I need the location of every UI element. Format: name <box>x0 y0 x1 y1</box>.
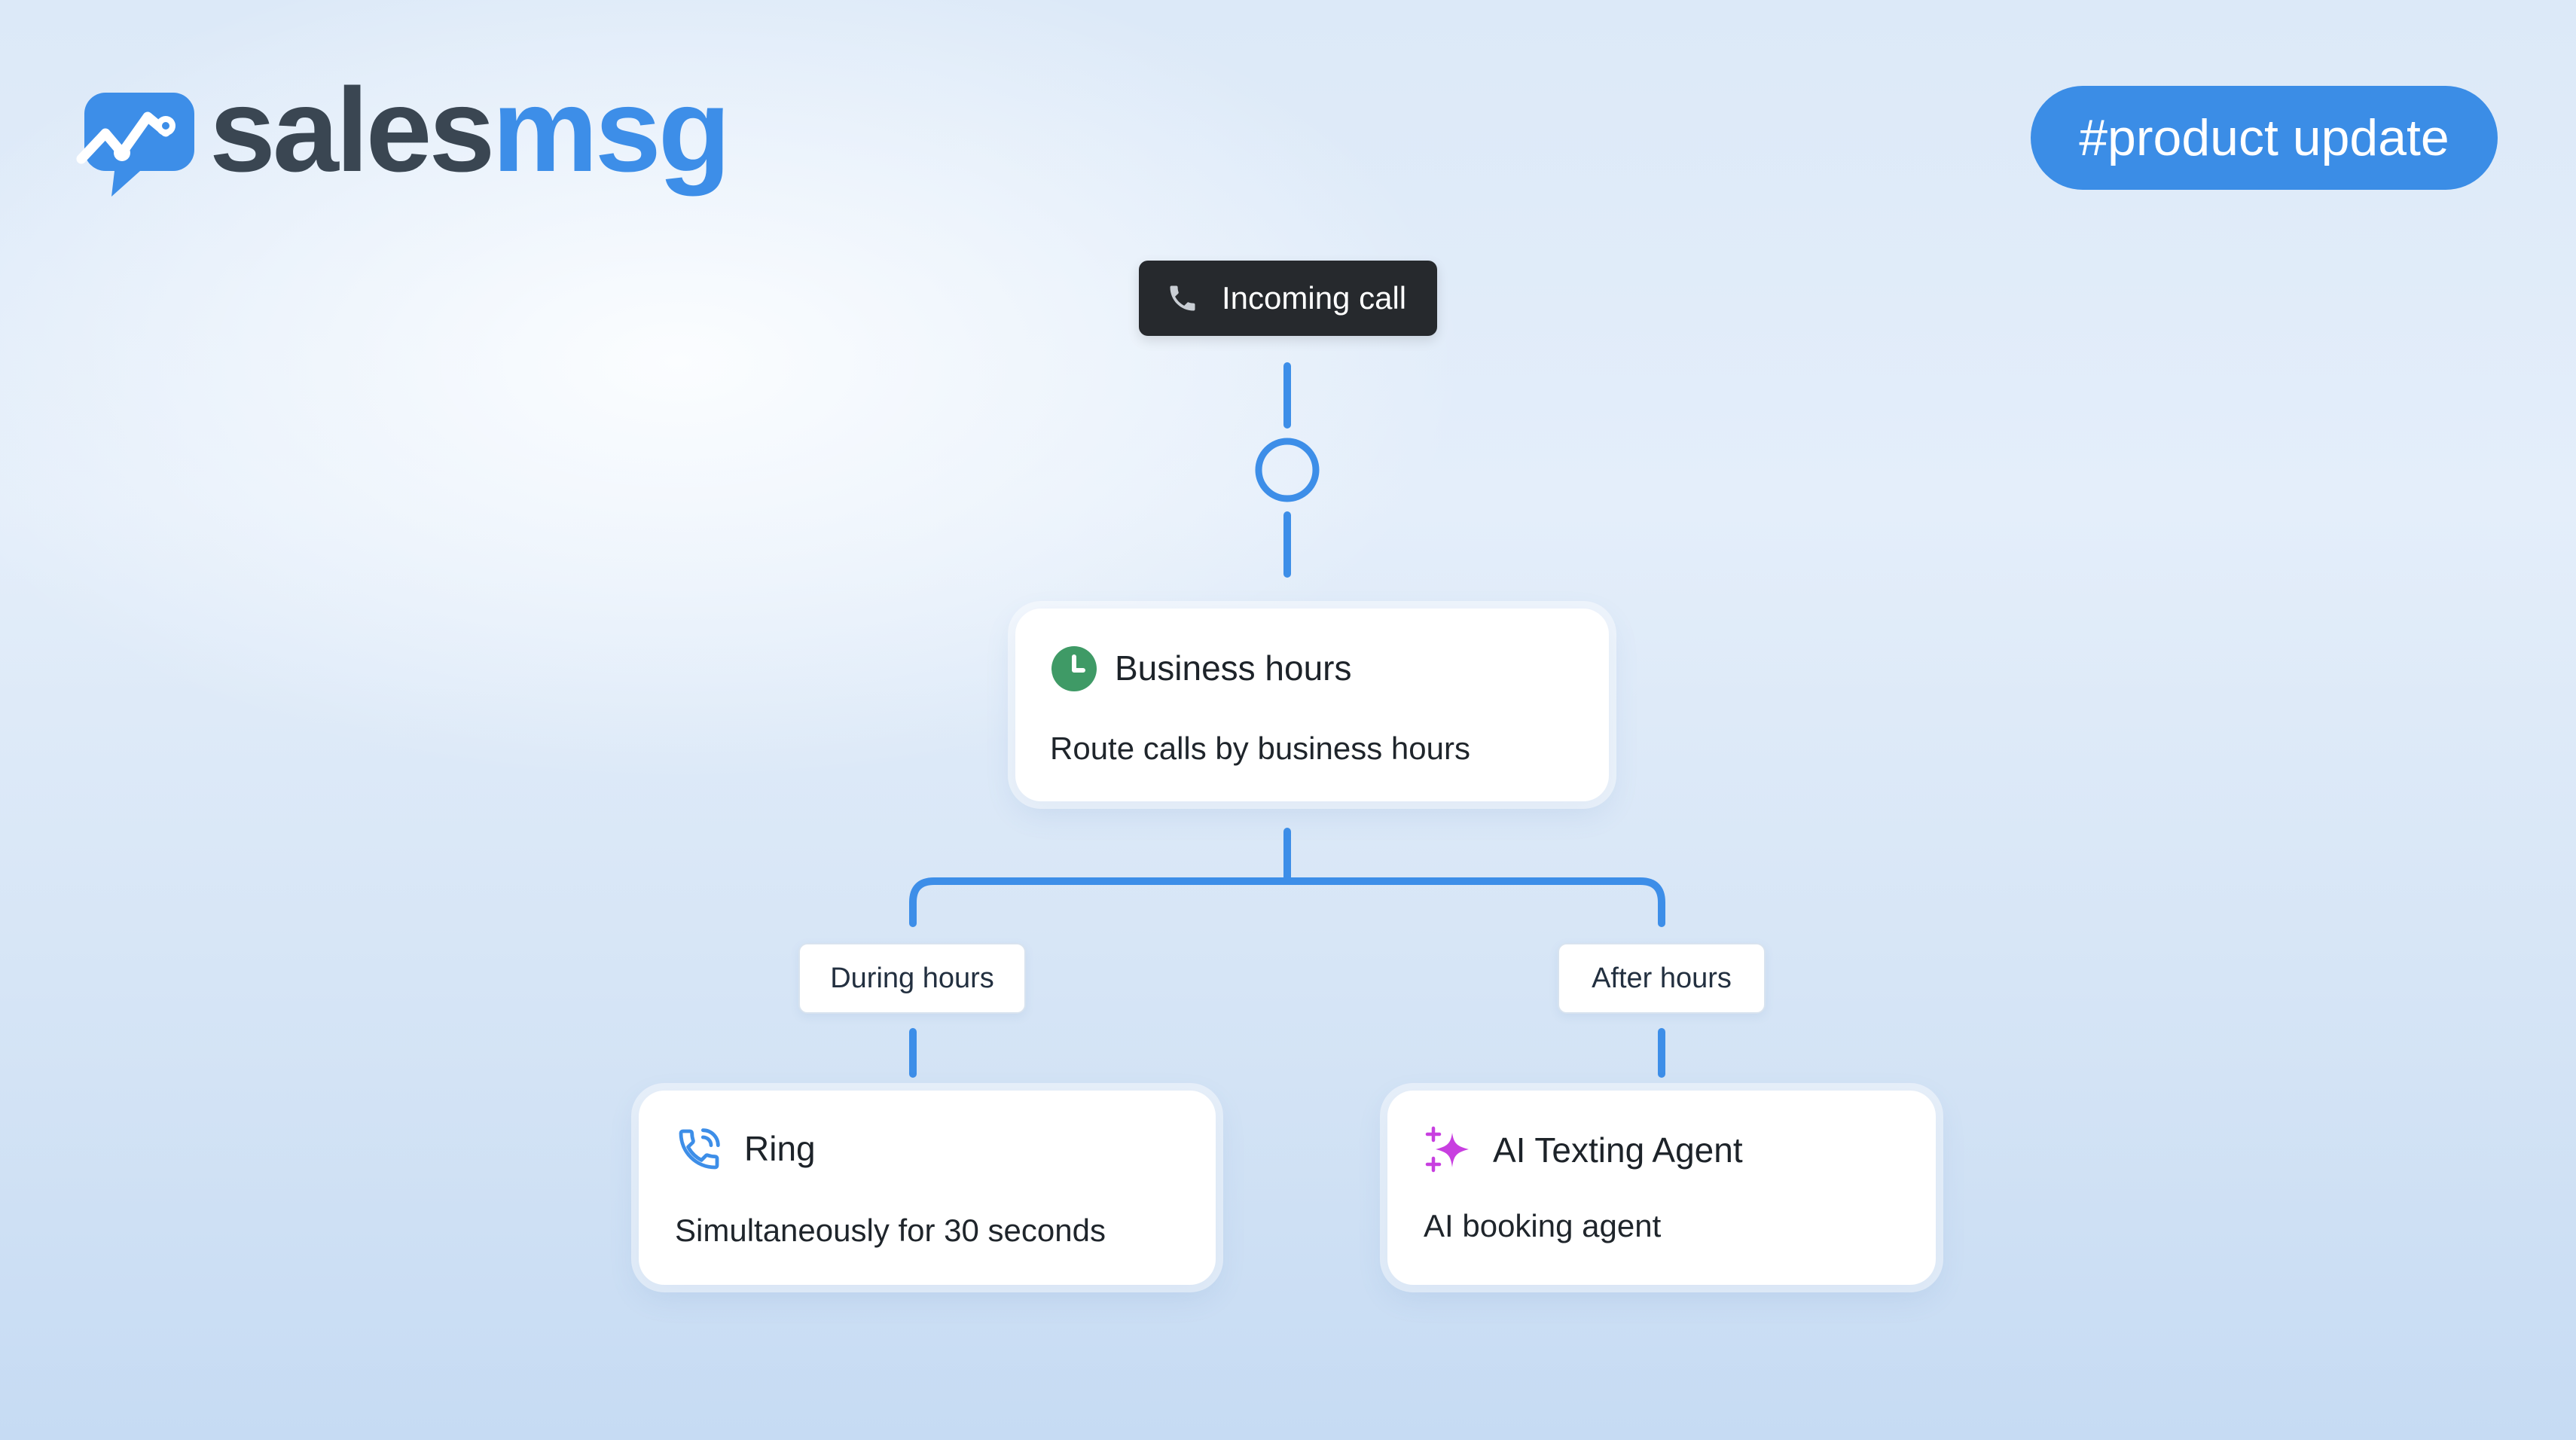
branch-label-during-hours[interactable]: During hours <box>798 943 1026 1014</box>
brand-name-part1: sales <box>209 64 495 197</box>
business-hours-subtitle: Route calls by business hours <box>1050 731 1470 766</box>
connector-node-circle <box>1255 438 1320 502</box>
clock-icon <box>1051 646 1097 691</box>
ring-title: Ring <box>744 1129 816 1168</box>
brand-name-part2: msg <box>492 64 731 197</box>
branch-label-after-hours[interactable]: After hours <box>1558 943 1766 1014</box>
ai-texting-agent-card[interactable]: AI Texting Agent AI booking agent <box>1387 1091 1936 1285</box>
phone-icon <box>1170 285 1195 311</box>
product-update-badge: #product update <box>2031 86 2498 190</box>
ai-agent-subtitle: AI booking agent <box>1424 1208 1662 1243</box>
business-hours-card[interactable]: Business hours Route calls by business h… <box>1015 609 1609 801</box>
incoming-call-label: Incoming call <box>1222 280 1407 316</box>
brand-wordmark: salesmsg <box>209 64 731 197</box>
incoming-call-node[interactable]: Incoming call <box>1139 261 1437 336</box>
ring-card[interactable]: Ring Simultaneously for 30 seconds <box>639 1091 1216 1285</box>
sparkles-icon <box>1425 1126 1469 1173</box>
phone-ringing-icon <box>679 1128 720 1170</box>
ai-agent-title: AI Texting Agent <box>1493 1130 1743 1170</box>
connector-branch-fork <box>909 877 1665 927</box>
business-hours-title: Business hours <box>1115 648 1352 688</box>
salesmsg-logo-icon <box>75 87 196 200</box>
ring-subtitle: Simultaneously for 30 seconds <box>675 1213 1106 1248</box>
